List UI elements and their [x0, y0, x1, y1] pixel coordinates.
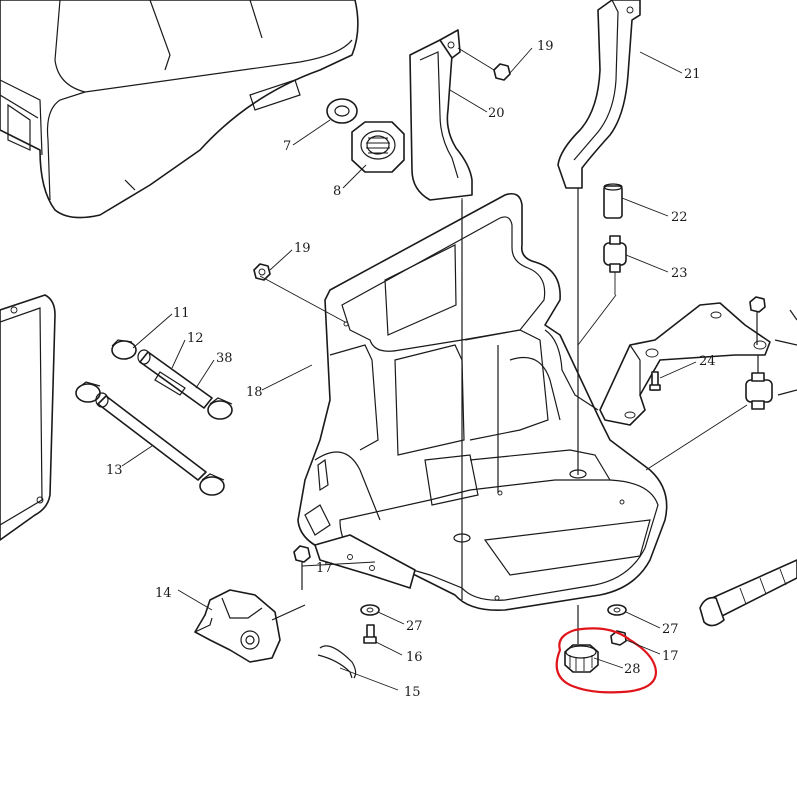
washer-27-left [360, 604, 380, 616]
nut-8 [351, 121, 405, 173]
nut-17-left [293, 545, 311, 590]
callout-15: 15 [404, 685, 421, 700]
callout-20: 20 [488, 106, 505, 121]
callout-27-right: 27 [662, 622, 679, 637]
callout-11: 11 [173, 306, 190, 321]
clamp-13-end [199, 473, 225, 496]
leader-lines [121, 47, 748, 691]
highlight-circle [555, 627, 658, 694]
callout-17-left: 17 [316, 561, 333, 576]
callout-14: 14 [155, 586, 172, 601]
callout-12: 12 [187, 331, 204, 346]
tube-12 [137, 349, 213, 409]
clamp-11 [111, 339, 137, 360]
mount-23 [603, 235, 627, 273]
callout-19-top: 19 [537, 39, 554, 54]
callout-21: 21 [684, 67, 701, 82]
callout-24: 24 [699, 354, 716, 369]
right-bracket [599, 302, 771, 426]
callout-19-left: 19 [294, 241, 311, 256]
callout-13: 13 [106, 463, 123, 478]
spacer-22 [603, 183, 623, 219]
callout-16: 16 [406, 650, 423, 665]
callout-28: 28 [624, 662, 641, 677]
handle-21 [557, 0, 641, 189]
callout-23: 23 [671, 266, 688, 281]
machine-housing [0, 0, 359, 219]
handle-20 [409, 29, 473, 201]
bolt-16 [363, 624, 377, 644]
screw-19-top [457, 47, 511, 81]
callout-22: 22 [671, 210, 688, 225]
right-mount [745, 296, 797, 410]
washer-7 [326, 98, 358, 124]
washer-27-right [607, 604, 627, 616]
knob-28 [564, 605, 599, 673]
hose [699, 559, 797, 627]
callout-27-left: 27 [406, 619, 423, 634]
clamp-38 [207, 397, 233, 420]
callout-18: 18 [246, 385, 263, 400]
screw-19-left [253, 263, 271, 281]
frame-18 [297, 188, 668, 612]
callout-17-right: 17 [662, 649, 679, 664]
callout-38: 38 [216, 351, 233, 366]
left-side-panel [0, 294, 56, 541]
callout-8: 8 [333, 184, 341, 199]
wire-15 [317, 645, 357, 679]
tube-13 [95, 392, 207, 481]
callouts: 7 8 19 20 21 22 23 19 11 12 38 18 13 24 … [106, 39, 716, 700]
callout-7: 7 [283, 139, 291, 154]
valve-14 [194, 589, 306, 663]
